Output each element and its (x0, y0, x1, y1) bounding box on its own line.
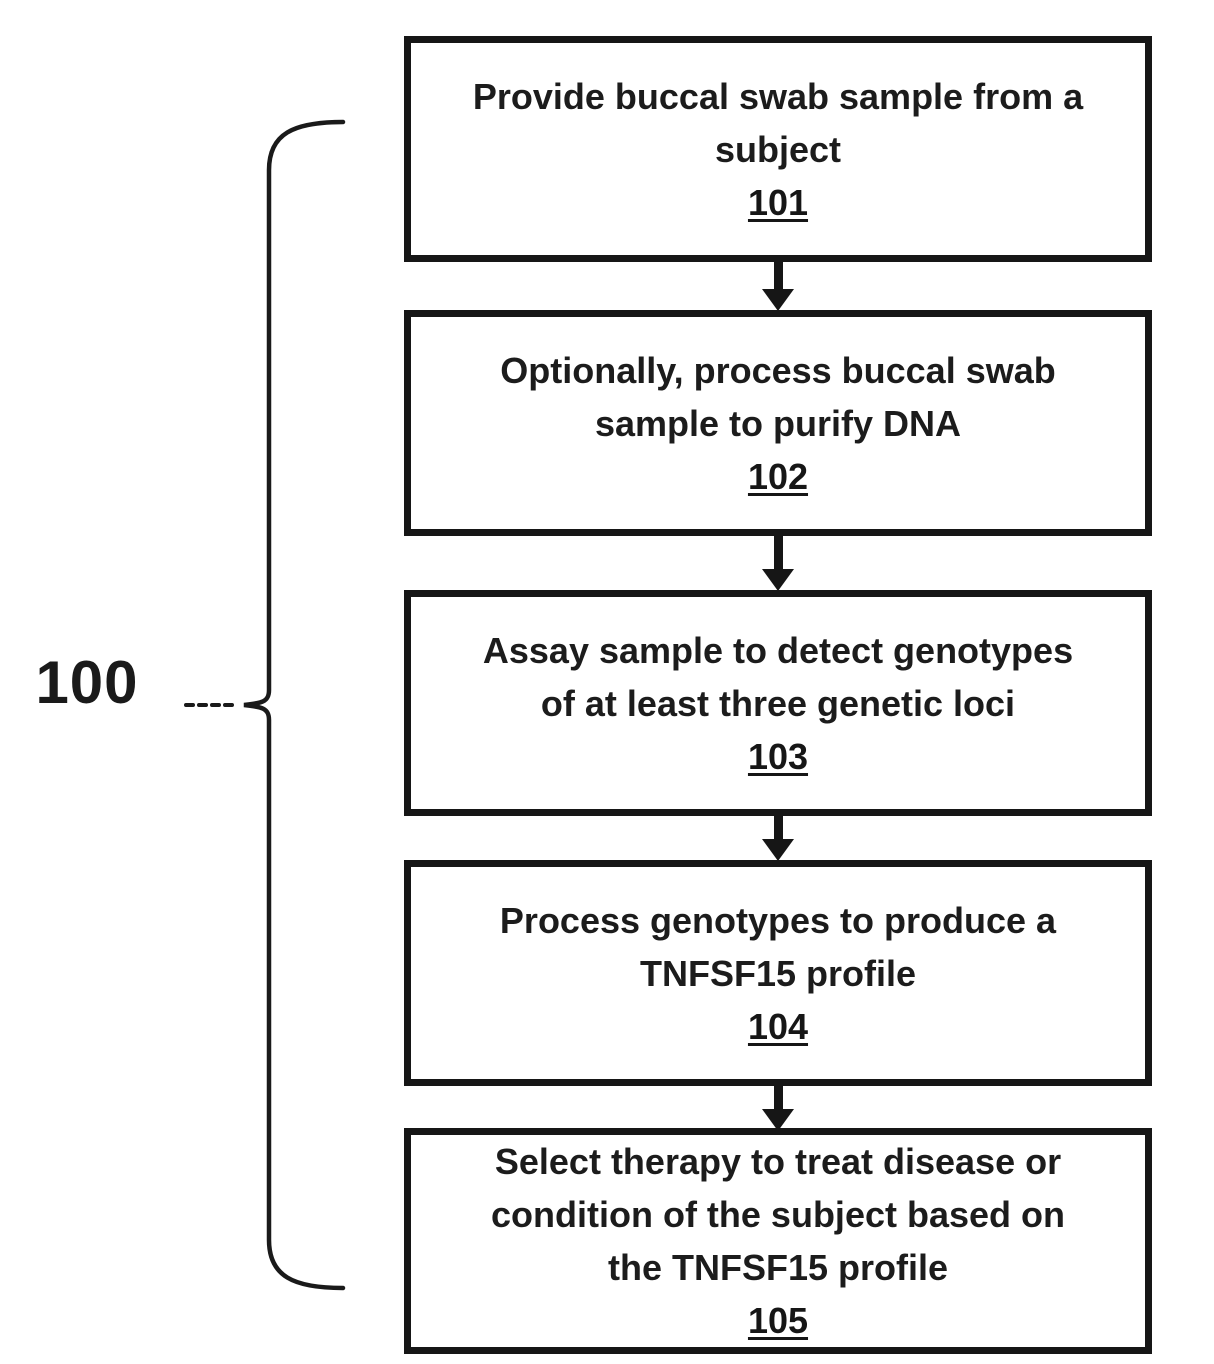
down-arrow-icon (762, 533, 794, 591)
arrow-head (762, 289, 794, 311)
step-text: Optionally, process buccal swab (500, 349, 1056, 391)
step-text: of at least three genetic loci (540, 682, 1016, 724)
step-number: 102 (747, 455, 809, 497)
step-number: 101 (747, 181, 809, 223)
step-text: sample to purify DNA (594, 402, 962, 444)
down-arrow-icon (762, 1083, 794, 1131)
step-text: Select therapy to treat disease or (494, 1141, 1062, 1182)
flow-step-105: Select therapy to treat disease or condi… (404, 1128, 1152, 1354)
step-text: Process genotypes to produce a (499, 899, 1057, 941)
step-text: condition of the subject based on (490, 1194, 1065, 1235)
flow-step-104: Process genotypes to produce a TNFSF15 p… (404, 860, 1152, 1086)
step-text: subject (714, 128, 842, 170)
step-text: the TNFSF15 profile (607, 1247, 949, 1288)
flow-step-101: Provide buccal swab sample from a subjec… (404, 36, 1152, 262)
arrow-shaft (773, 813, 783, 839)
step-text: TNFSF15 profile (639, 952, 917, 994)
arrow-head (762, 1109, 794, 1131)
step-text: Assay sample to detect genotypes (482, 629, 1074, 671)
flow-step-102: Optionally, process buccal swab sample t… (404, 310, 1152, 536)
arrow-head (762, 569, 794, 591)
arrow-shaft (773, 1083, 783, 1109)
figure-label: 100 (35, 649, 139, 716)
step-number: 105 (747, 1300, 809, 1341)
step-text: Provide buccal swab sample from a (472, 75, 1084, 117)
down-arrow-icon (762, 813, 794, 861)
arrow-shaft (773, 533, 783, 569)
brace-bracket (184, 119, 346, 1291)
arrow-shaft (773, 259, 783, 289)
step-number: 103 (747, 735, 809, 777)
flow-step-103: Assay sample to detect genotypes of at l… (404, 590, 1152, 816)
step-number: 104 (747, 1005, 809, 1047)
down-arrow-icon (762, 259, 794, 311)
arrow-head (762, 839, 794, 861)
